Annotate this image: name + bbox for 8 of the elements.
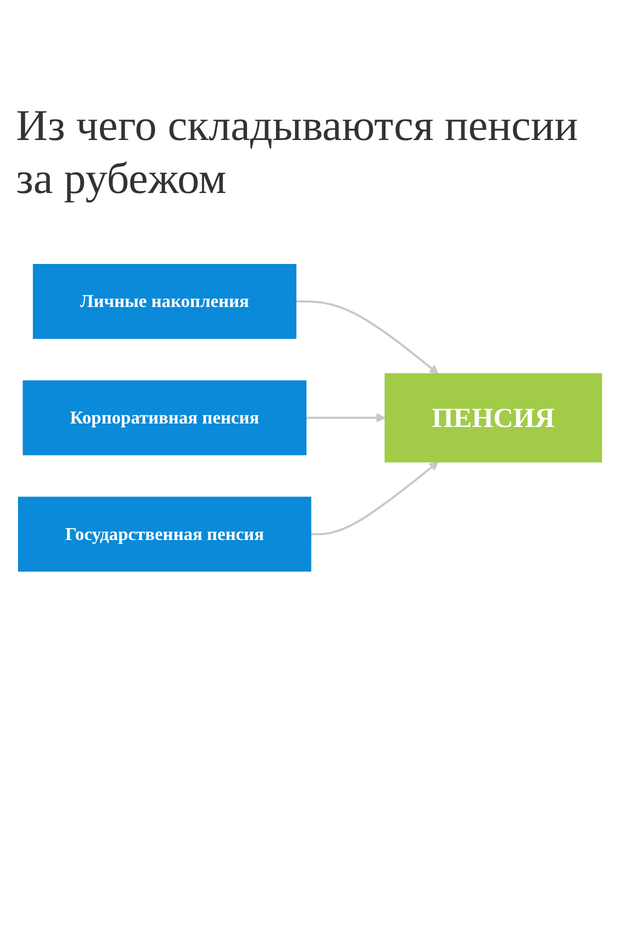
node-box: Личные накопления (32, 264, 296, 338)
node-box: Корпоративная пенсия (22, 380, 306, 455)
diagram-title: Из чего складываются пенсии за рубежом (16, 100, 579, 205)
node-box: Государственная пенсия (18, 496, 312, 572)
node-box: ПЕНСИЯ (384, 372, 602, 462)
arrow (296, 300, 439, 374)
arrow (306, 412, 386, 422)
arrow (310, 461, 439, 535)
